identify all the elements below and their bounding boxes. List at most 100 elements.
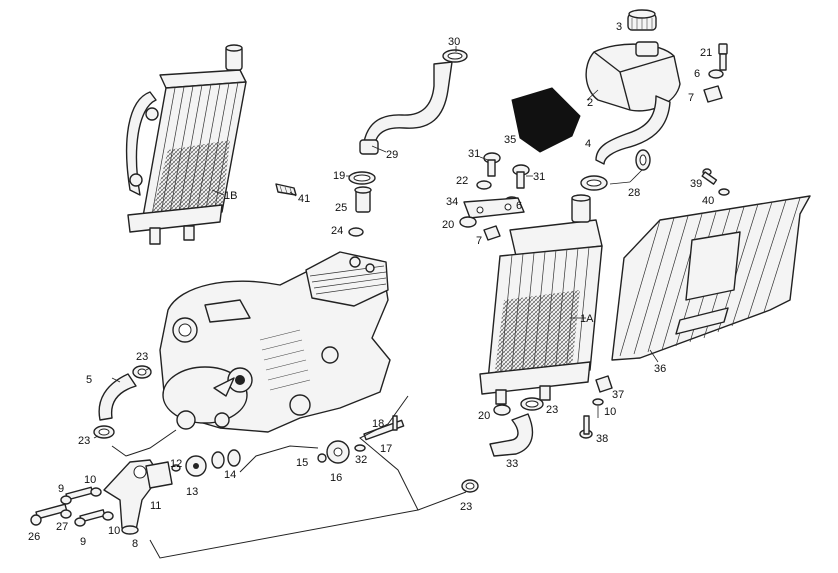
label-28: 28: [628, 187, 640, 199]
bolt-38: [579, 415, 593, 439]
label-31-left: 31: [468, 148, 480, 160]
label-23-left-bottom: 23: [78, 435, 90, 447]
label-8: 8: [132, 538, 138, 550]
fitting-25: [354, 186, 372, 213]
label-38: 38: [596, 433, 608, 445]
spark-plug-41: [275, 183, 297, 196]
clamp-23-left-bottom: [93, 425, 115, 439]
bracket-34: [463, 197, 525, 219]
label-29: 29: [386, 149, 398, 161]
washer-24: [348, 227, 364, 237]
label-24: 24: [331, 225, 343, 237]
leader-lines: [93, 46, 659, 439]
assembly-lines: [111, 395, 467, 559]
label-20-mid: 20: [442, 219, 454, 231]
radiator-1a: [479, 194, 603, 405]
label-35: 35: [504, 134, 516, 146]
label-30: 30: [448, 36, 460, 48]
label-37: 37: [612, 389, 624, 401]
label-33: 33: [506, 458, 518, 470]
label-39: 39: [690, 178, 702, 190]
bolt-39: [701, 168, 718, 185]
clamp-23-bottom: [461, 479, 479, 493]
bolt-21: [718, 43, 728, 71]
label-7-mid: 7: [476, 235, 482, 247]
label-32: 32: [355, 454, 367, 466]
washer-12: [171, 464, 181, 472]
label-1b: 1B: [224, 190, 237, 202]
label-4: 4: [585, 138, 591, 150]
pump-housing-8: [103, 459, 161, 535]
label-16: 16: [330, 472, 342, 484]
label-17: 17: [380, 443, 392, 455]
label-6-top: 6: [694, 68, 700, 80]
label-7-top: 7: [688, 92, 694, 104]
gasket-11: [145, 461, 173, 489]
gear-16: [326, 440, 350, 464]
washer-6-top: [708, 69, 724, 79]
label-14: 14: [224, 469, 236, 481]
hose-5: [98, 373, 137, 421]
label-23-right: 23: [546, 404, 558, 416]
pin-18: [392, 415, 398, 431]
label-11: 11: [150, 500, 161, 512]
engine-block: [159, 251, 391, 433]
clamp-23-left-top: [132, 365, 152, 379]
label-6-mid: 6: [516, 200, 522, 212]
grille-36: [611, 195, 811, 361]
part-labels: 1B 1A 2 3 4 5 6 6 7 7 8 9 9 10 10 10 11 …: [28, 21, 714, 550]
clamp-30: [442, 49, 468, 63]
label-9-b: 9: [80, 536, 86, 548]
label-26: 26: [28, 531, 40, 543]
grommet-20-lower: [493, 404, 511, 416]
nut-7-mid: [483, 225, 501, 241]
label-23-left-top: 23: [136, 351, 148, 363]
washers-27-10: [60, 487, 114, 521]
clamp-19: [348, 171, 376, 185]
clamp-28: [580, 149, 651, 191]
label-36: 36: [654, 363, 666, 375]
label-10-c: 10: [604, 406, 616, 418]
label-3: 3: [616, 21, 622, 33]
nut-37: [595, 375, 613, 393]
label-15: 15: [296, 457, 308, 469]
radiator-1b: [125, 44, 247, 245]
label-21: 21: [700, 47, 712, 59]
cap-3: [627, 9, 657, 31]
hose-33: [489, 413, 534, 457]
expansion-tank-2: [585, 41, 681, 112]
hose-4: [595, 95, 671, 165]
label-13: 13: [186, 486, 198, 498]
label-23-bottom: 23: [460, 501, 472, 513]
label-41: 41: [298, 193, 310, 205]
label-20-lower: 20: [478, 410, 490, 422]
label-27: 27: [56, 521, 68, 533]
label-10-b: 10: [108, 525, 120, 537]
clamp-23-right: [520, 397, 544, 411]
seal-14: [211, 449, 241, 469]
bolts-31: [483, 152, 530, 189]
bracket-35: [511, 87, 581, 153]
label-10-a: 10: [84, 474, 96, 486]
washer-40: [718, 188, 730, 196]
impeller-13: [185, 455, 207, 477]
label-19: 19: [333, 170, 345, 182]
nut-7-top: [703, 85, 723, 103]
label-5: 5: [86, 374, 92, 386]
washer-10-right: [592, 398, 604, 406]
gear-15: [317, 453, 327, 463]
washer-32: [354, 444, 366, 452]
label-12: 12: [170, 458, 182, 470]
label-40: 40: [702, 195, 714, 207]
label-1a: 1A: [580, 313, 594, 325]
label-2: 2: [587, 97, 593, 109]
label-25: 25: [335, 202, 347, 214]
label-31-right: 31: [533, 171, 545, 183]
label-34: 34: [446, 196, 458, 208]
label-9-a: 9: [58, 483, 64, 495]
grommet-20: [459, 216, 477, 228]
label-22: 22: [456, 175, 468, 187]
hose-29: [359, 61, 453, 155]
